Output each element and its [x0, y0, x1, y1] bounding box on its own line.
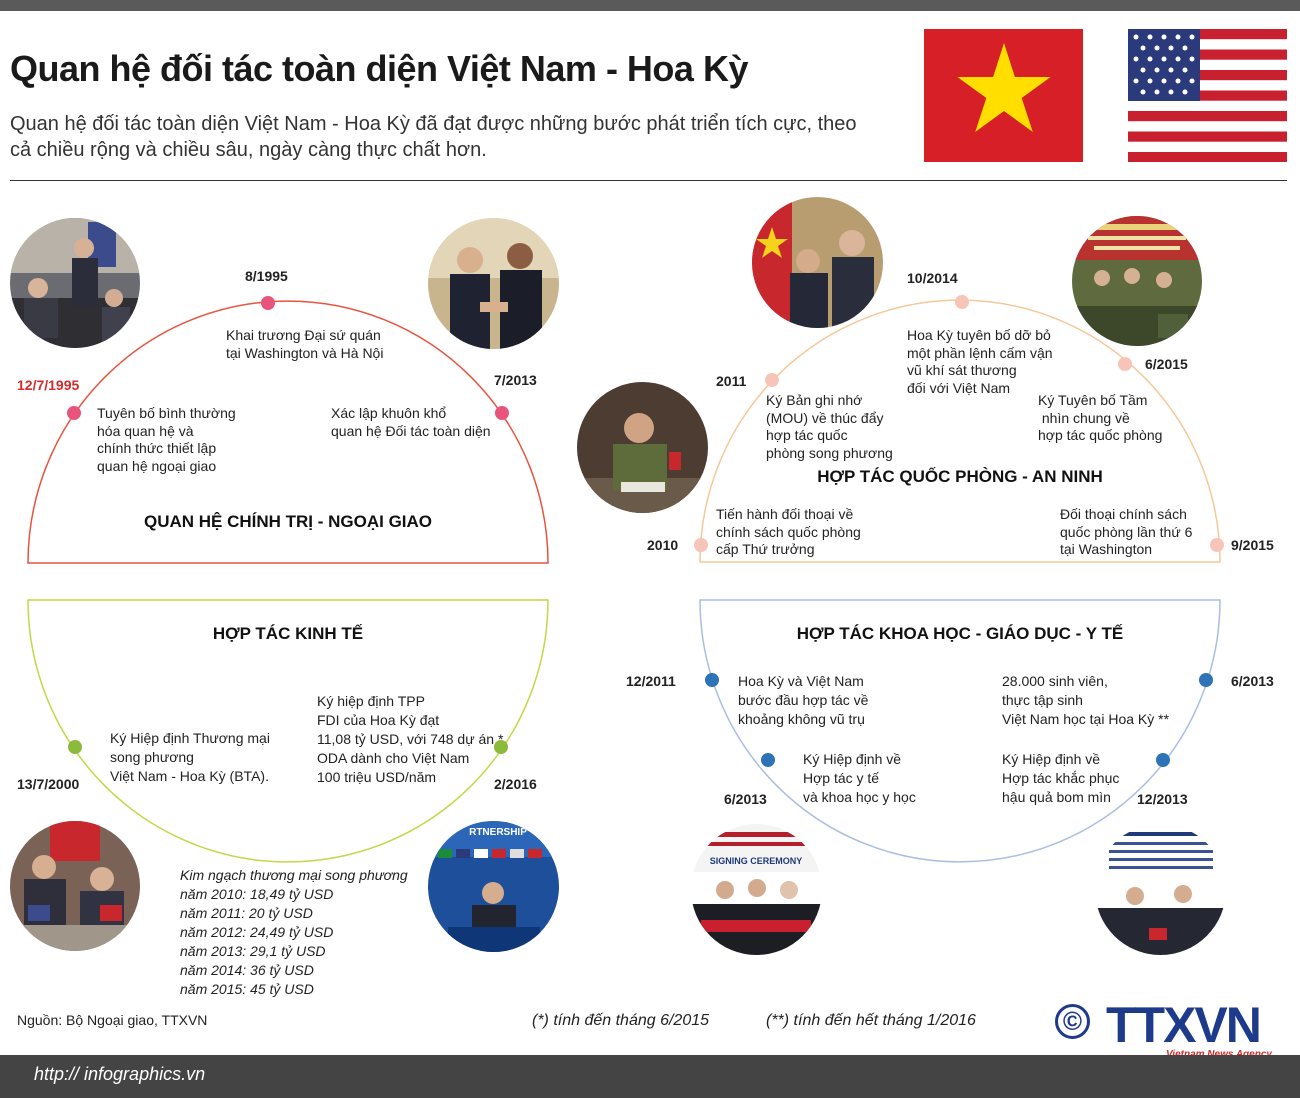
event-defense-5: Đối thoại chính sách quốc phòng lần thứ …	[1060, 506, 1193, 557]
photo-2013-demining-signing	[1095, 824, 1226, 955]
timeline-dot-science-2	[761, 753, 775, 767]
section-title-defense: HỢP TÁC QUỐC PHÒNG - AN NINH	[817, 467, 1103, 486]
star-icon	[957, 43, 1051, 132]
usa-flag	[1128, 29, 1287, 162]
date-political-2: 8/1995	[245, 268, 288, 284]
timeline-dot-science-1	[705, 673, 719, 687]
political-arc	[27, 300, 549, 564]
date-economic-1: 13/7/2000	[17, 776, 80, 792]
timeline-dot-political-2	[261, 296, 275, 310]
section-title-science: HỢP TÁC KHOA HỌC - GIÁO DỤC - Y TẾ	[796, 624, 1124, 643]
event-defense-1: Tiến hành đối thoại về chính sách quốc p…	[716, 506, 861, 557]
copyright-icon: ©	[1055, 1004, 1090, 1039]
timeline-dot-economic-2	[494, 740, 508, 754]
source-note: Nguồn: Bộ Ngoại giao, TTXVN	[17, 1012, 208, 1028]
photo-2011-kerry	[752, 197, 883, 328]
header-divider	[10, 180, 1287, 181]
ttxvn-logo: TTXVN	[1106, 997, 1262, 1053]
date-political-1: 12/7/1995	[17, 377, 80, 393]
date-defense-4: 6/2015	[1145, 356, 1188, 372]
vietnam-flag	[924, 29, 1083, 162]
section-title-economic: HỢP TÁC KINH TẾ	[212, 624, 364, 643]
event-defense-4: Ký Tuyên bố Tầm nhìn chung về hợp tác qu…	[1038, 392, 1163, 443]
usa-flag-graphic	[1128, 29, 1287, 162]
event-political-3: Xác lập khuôn khổ quan hệ Đối tác toàn d…	[331, 405, 491, 439]
partnership-banner-text: RTNERSHIP	[469, 827, 527, 838]
ceremony-banner-text: SIGNING CEREMONY	[710, 856, 803, 866]
photo-2016-tpp: RTNERSHIP	[428, 821, 559, 952]
timeline-dot-science-4	[1156, 753, 1170, 767]
top-bar	[0, 0, 1300, 11]
photo-2013-health-signing: SIGNING CEREMONY	[691, 824, 822, 955]
timeline-dot-defense-3	[955, 295, 969, 309]
ttxvn-logo-subtitle: Vietnam News Agency	[1166, 1049, 1272, 1060]
event-political-2: Khai trương Đại sứ quán tại Washington v…	[226, 327, 384, 361]
date-political-3: 7/2013	[494, 372, 537, 388]
photo-1995-signing	[10, 218, 140, 348]
economic-arc	[27, 599, 549, 863]
timeline-dot-political-3	[495, 406, 509, 420]
footer-bar	[0, 1055, 1300, 1098]
science-arc	[699, 599, 1221, 863]
photo-2015-joint-statement	[1072, 216, 1202, 346]
event-science-3: 28.000 sinh viên, thực tập sinh Việt Nam…	[1002, 673, 1170, 727]
photo-2000-bta	[10, 821, 140, 951]
timeline-dot-defense-4	[1118, 357, 1132, 371]
page-subtitle: Quan hệ đối tác toàn diện Việt Nam - Hoa…	[10, 113, 857, 161]
timeline-dot-defense-5	[1210, 538, 1224, 552]
website-link[interactable]: http:// infographics.vn	[34, 1064, 206, 1084]
date-defense-2: 2011	[716, 373, 747, 389]
date-science-1: 12/2011	[626, 673, 676, 689]
photo-2010-general	[577, 382, 708, 513]
event-economic-2: Ký hiệp định TPP FDI của Hoa Kỳ đạt 11,0…	[317, 693, 504, 785]
event-science-2: Ký Hiệp định về Hợp tác y tế và khoa học…	[803, 751, 916, 805]
section-title-political: QUAN HỆ CHÍNH TRỊ - NGOẠI GIAO	[143, 512, 433, 531]
photo-2013-handshake	[428, 218, 559, 349]
date-science-3: 6/2013	[1231, 673, 1274, 689]
vietnam-flag-graphic	[924, 29, 1083, 162]
event-political-1: Tuyên bố bình thường hóa quan hệ và chín…	[97, 405, 236, 474]
timeline-dot-political-1	[67, 406, 81, 420]
footnote-1: (*) tính đến tháng 6/2015	[532, 1012, 710, 1029]
page-title: Quan hệ đối tác toàn diện Việt Nam - Hoa…	[10, 48, 748, 89]
event-defense-3: Hoa Kỳ tuyên bố dỡ bỏ một phần lệnh cấm …	[907, 327, 1053, 396]
date-science-4: 12/2013	[1137, 791, 1188, 807]
timeline-dot-science-3	[1199, 673, 1213, 687]
date-defense-5: 9/2015	[1231, 537, 1274, 553]
date-defense-1: 2010	[647, 537, 679, 553]
date-defense-3: 10/2014	[907, 270, 958, 286]
event-defense-2: Ký Bản ghi nhớ (MOU) về thúc đẩy hợp tác…	[766, 392, 893, 461]
event-science-1: Hoa Kỳ và Việt Nam bước đầu hợp tác về k…	[738, 673, 869, 727]
event-science-4: Ký Hiệp định về Hợp tác khắc phục hậu qu…	[1002, 751, 1120, 805]
date-science-2: 6/2013	[724, 791, 767, 807]
trade-volume-list: Kim ngạch thương mại song phương năm 201…	[180, 867, 408, 997]
timeline-dot-economic-1	[68, 740, 82, 754]
timeline-dot-defense-1	[694, 538, 708, 552]
timeline-dot-defense-2	[765, 373, 779, 387]
event-economic-1: Ký Hiệp định Thương mại song phương Việt…	[110, 730, 270, 784]
date-economic-2: 2/2016	[494, 776, 537, 792]
footnote-2: (**) tính đến hết tháng 1/2016	[766, 1012, 976, 1029]
